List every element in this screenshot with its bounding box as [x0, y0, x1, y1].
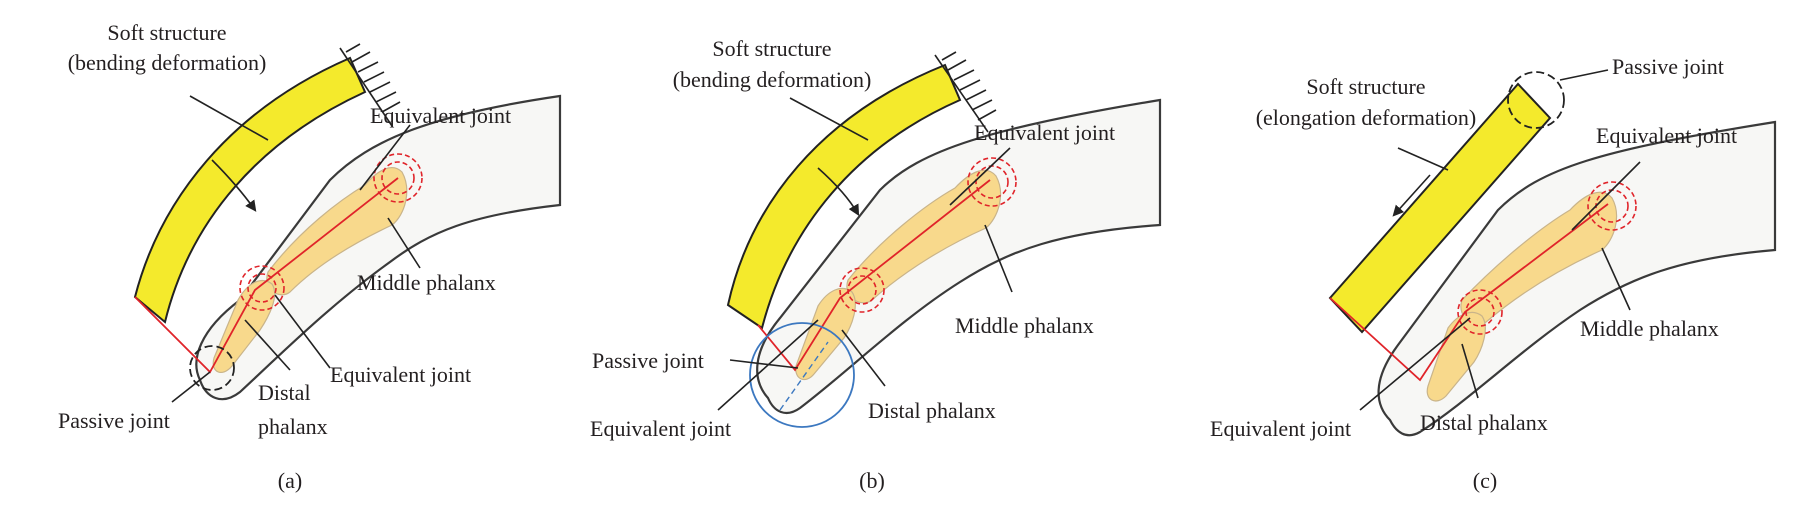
label-middle-phalanx-c: Middle phalanx	[1580, 316, 1719, 341]
distal-phalanx-a	[212, 279, 276, 374]
leader-eqjoint-top-c	[1571, 161, 1641, 231]
leader-eqjoint-bottom-b	[717, 319, 819, 411]
leader-soft-b	[789, 97, 869, 141]
panel-a: Soft structure (bending deformation) Equ…	[58, 20, 562, 493]
equivalent-joint-ring-mid-outer-b	[839, 267, 885, 313]
label-passive-joint-a: Passive joint	[58, 408, 170, 433]
leader-eqjoint-top-a	[359, 124, 411, 191]
caption-c: (c)	[1473, 468, 1497, 493]
label-middle-phalanx-b: Middle phalanx	[955, 313, 1094, 338]
finger-outline-b	[756, 98, 1162, 415]
equivalent-joint-ring-top-outer-c	[1587, 181, 1637, 231]
soft-structure-a	[133, 56, 367, 324]
equivalent-joint-ring-mid-a	[247, 273, 277, 303]
label-middle-phalanx-a: Middle phalanx	[357, 270, 496, 295]
label-bending-deformation-b: (bending deformation)	[673, 67, 872, 92]
leader-middle-a	[387, 217, 421, 269]
leader-middle-c	[1601, 247, 1631, 311]
passive-joint-ring-a	[189, 345, 235, 391]
soft-structure-b	[726, 63, 962, 330]
leader-eqjoint-top-b	[949, 147, 1011, 206]
leader-soft-a	[189, 95, 269, 141]
leader-passive-c	[1559, 69, 1609, 81]
leader-passive-b	[729, 359, 799, 369]
panel-b: Soft structure (bending deformation) Equ…	[590, 36, 1162, 493]
label-elongation-deformation-c: (elongation deformation)	[1256, 105, 1477, 130]
elongation-arrow-c	[1392, 174, 1431, 217]
equivalent-joint-ring-mid-outer-a	[239, 265, 285, 311]
label-soft-structure-b: Soft structure	[712, 36, 831, 61]
leader-passive-a	[171, 371, 211, 403]
leader-distal-a	[244, 319, 291, 371]
label-soft-structure-c: Soft structure	[1306, 74, 1425, 99]
distal-phalanx-b	[795, 287, 856, 381]
label-equivalent-joint-bottom-b: Equivalent joint	[590, 416, 731, 441]
label-phalanx-a: phalanx	[258, 414, 328, 439]
label-bending-deformation-a: (bending deformation)	[68, 50, 267, 75]
label-distal-a: Distal	[258, 380, 311, 405]
bending-arrow-a	[211, 159, 257, 212]
equivalent-joint-ring-mid-c	[1465, 297, 1495, 327]
equivalent-joint-ring-top-a	[381, 161, 415, 195]
label-passive-joint-c: Passive joint	[1612, 54, 1724, 79]
kinematic-line-c	[1329, 203, 1609, 382]
label-equivalent-joint-top-a: Equivalent joint	[370, 103, 511, 128]
blue-guide-line-b	[779, 341, 829, 411]
bending-arrow-b	[817, 167, 860, 216]
leader-soft-c	[1397, 147, 1449, 171]
fixed-support-b	[934, 51, 997, 133]
label-soft-structure-a: Soft structure	[107, 20, 226, 45]
leader-middle-b	[984, 224, 1013, 293]
panel-c: Soft structure (elongation deformation) …	[1210, 54, 1777, 493]
kinematic-line-b	[757, 179, 991, 372]
label-distal-phalanx-b: Distal phalanx	[868, 398, 996, 423]
equivalent-joint-ring-top-outer-b	[967, 157, 1017, 207]
equivalent-joint-ring-mid-b	[847, 275, 877, 305]
leader-distal-c	[1461, 343, 1479, 399]
passive-joint-ring-c	[1507, 71, 1565, 129]
label-equivalent-joint-bottom-c: Equivalent joint	[1210, 416, 1351, 441]
equivalent-joint-ring-top-outer-a	[373, 153, 423, 203]
leader-eqjoint-bottom-c	[1359, 317, 1471, 411]
label-equivalent-joint-bottom-a: Equivalent joint	[330, 362, 471, 387]
label-equivalent-joint-top-c: Equivalent joint	[1596, 123, 1737, 148]
caption-b: (b)	[859, 468, 885, 493]
fixed-support-a	[339, 43, 401, 127]
equivalent-joint-ring-mid-outer-c	[1457, 289, 1503, 335]
label-distal-phalanx-c: Distal phalanx	[1420, 410, 1548, 435]
kinematic-line-a	[134, 177, 399, 374]
leader-eqjoint-bottom-a	[274, 294, 331, 369]
label-equivalent-joint-top-b: Equivalent joint	[974, 120, 1115, 145]
highlight-circle-b	[749, 322, 855, 428]
leader-distal-b	[841, 329, 886, 387]
label-passive-joint-b: Passive joint	[592, 348, 704, 373]
caption-a: (a)	[278, 468, 302, 493]
soft-structure-c	[1328, 82, 1552, 334]
